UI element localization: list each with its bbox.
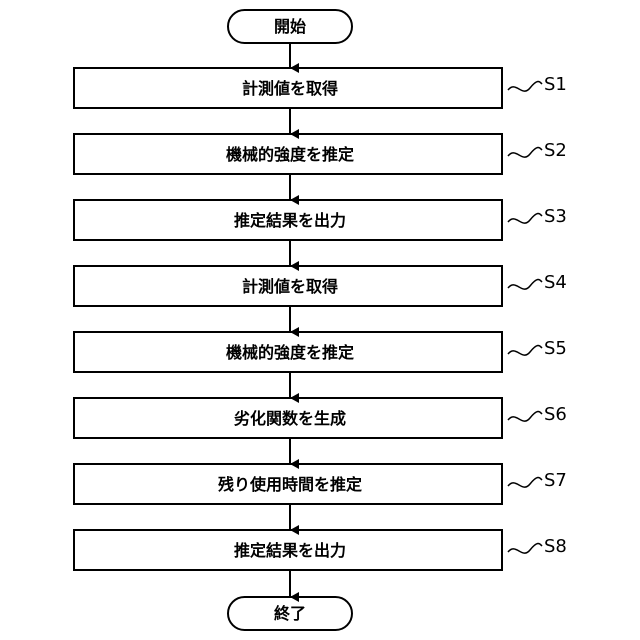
step-leader-line — [508, 214, 542, 224]
process-step: 機械的強度を推定 S2 — [74, 134, 567, 174]
step-leader-line — [508, 82, 542, 92]
process-step: 機械的強度を推定 S5 — [74, 332, 567, 372]
process-text: 残り使用時間を推定 — [218, 475, 362, 494]
step-leader-line — [508, 280, 542, 290]
step-label: S7 — [544, 470, 567, 491]
step-leader-line — [508, 412, 542, 422]
process-step: 残り使用時間を推定 S7 — [74, 464, 567, 504]
process-text: 劣化関数を生成 — [234, 409, 346, 428]
step-label: S1 — [544, 74, 567, 95]
process-text: 機械的強度を推定 — [226, 145, 354, 164]
process-step: 計測値を取得 S1 — [74, 68, 567, 108]
step-label: S3 — [544, 206, 567, 227]
step-label: S6 — [544, 404, 567, 425]
process-step: 推定結果を出力 S3 — [74, 200, 567, 240]
end-label: 終了 — [274, 604, 306, 623]
process-text: 推定結果を出力 — [234, 211, 346, 230]
process-text: 計測値を取得 — [242, 79, 338, 98]
step-label: S4 — [544, 272, 567, 293]
step-leader-line — [508, 544, 542, 554]
process-step: 計測値を取得 S4 — [74, 266, 567, 306]
start-label: 開始 — [274, 17, 306, 36]
step-leader-line — [508, 346, 542, 356]
step-label: S5 — [544, 338, 567, 359]
step-leader-line — [508, 478, 542, 488]
process-step: 推定結果を出力 S8 — [74, 530, 567, 570]
process-step: 劣化関数を生成 S6 — [74, 398, 567, 438]
process-text: 機械的強度を推定 — [226, 343, 354, 362]
step-label: S8 — [544, 536, 567, 557]
process-text: 推定結果を出力 — [234, 541, 346, 560]
step-label: S2 — [544, 140, 567, 161]
step-leader-line — [508, 148, 542, 158]
process-text: 計測値を取得 — [242, 277, 338, 296]
